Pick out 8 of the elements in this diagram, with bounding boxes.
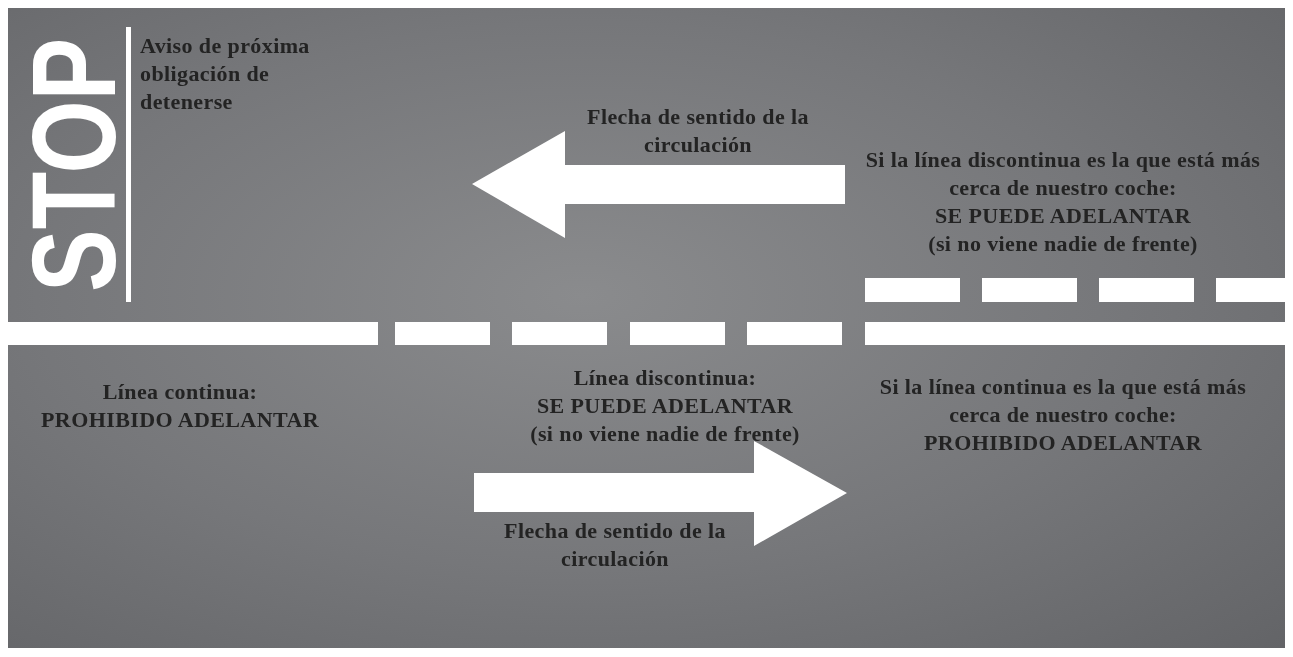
road-note: Línea continua: PROHIBIDO ADELANTAR: [40, 378, 320, 434]
road-note: Si la línea continua es la que está más cerca de nuestro coche: PROHIBIDO ADELANTAR: [878, 373, 1248, 457]
road-note: Flecha de sentido de la circulación: [586, 103, 810, 159]
road-note: Línea discontinua: SE PUEDE ADELANTAR (si no viene nadie de frente): [529, 364, 801, 448]
road-note: Aviso de próxima obligación de detenerse: [140, 32, 311, 116]
road-marking-text: STOP: [14, 37, 133, 292]
road-note: Si la línea discontinua es la que está más cerca de nuestro coche: SE PUEDE ADELANTAR (si no viene nadie de frente): [864, 146, 1262, 258]
road-note: Flecha de sentido de la circulación: [503, 517, 727, 573]
